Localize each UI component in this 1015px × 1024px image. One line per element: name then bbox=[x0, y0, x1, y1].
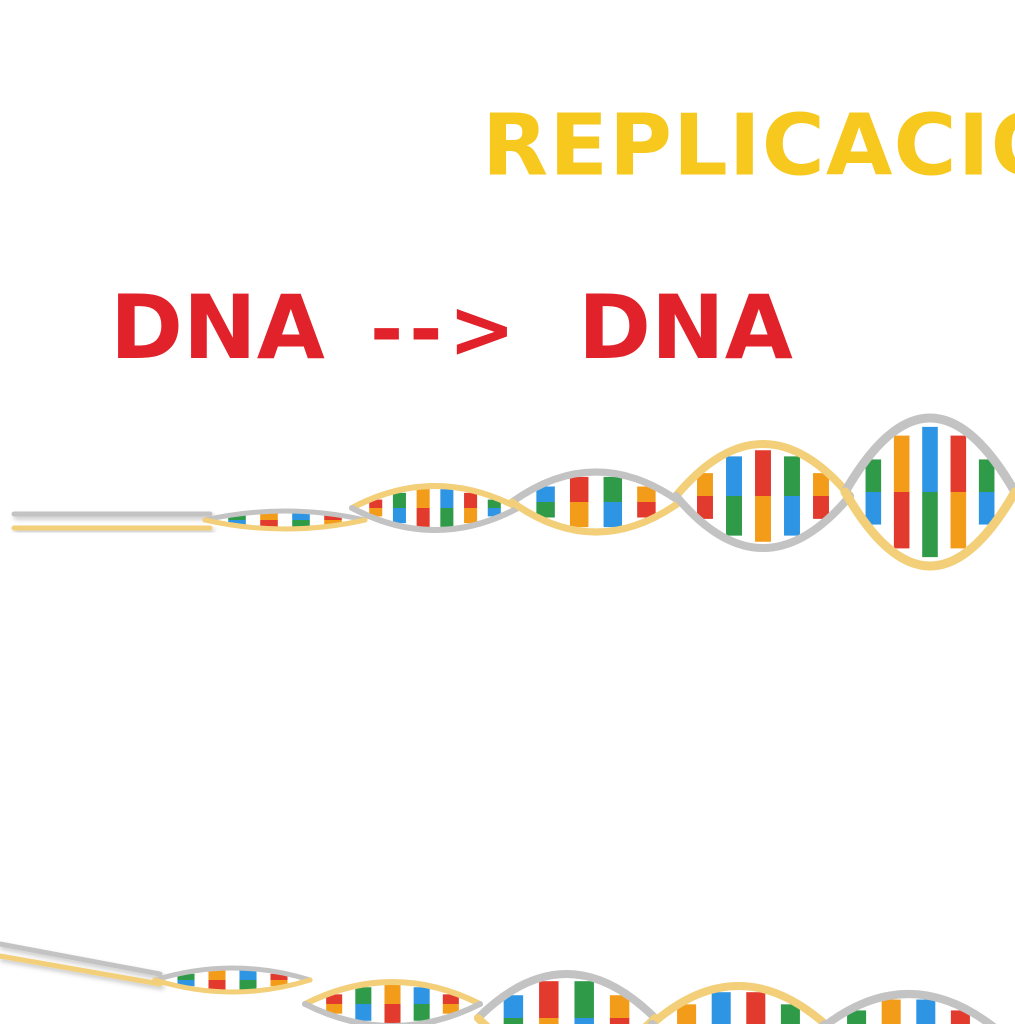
base-pair-segment bbox=[711, 992, 731, 1024]
base-pair-segment bbox=[464, 508, 478, 524]
base-pair-segment bbox=[440, 489, 454, 508]
base-pair-segment bbox=[503, 995, 524, 1018]
base-pair-segment bbox=[697, 473, 713, 496]
equation-arrow: --> bbox=[370, 283, 522, 376]
base-pair-segment bbox=[384, 984, 401, 1004]
base-pair-segment bbox=[978, 459, 995, 492]
base-pair-segment bbox=[239, 980, 257, 991]
base-pair-segment bbox=[726, 456, 742, 496]
base-pair-segment bbox=[726, 496, 742, 536]
base-pair-segment bbox=[442, 994, 459, 1004]
base-pair-segment bbox=[539, 981, 559, 1018]
base-pair-segment bbox=[416, 508, 430, 527]
base-pair-segment bbox=[746, 992, 766, 1024]
base-pair-segment bbox=[228, 515, 246, 520]
base-pair-segment bbox=[369, 499, 383, 508]
base-pair-segment bbox=[637, 502, 656, 518]
base-pair-segment bbox=[324, 515, 342, 520]
base-pair-segment bbox=[260, 512, 278, 520]
slide-title: REPLICACIO bbox=[482, 97, 1015, 196]
base-pair-segment bbox=[384, 1004, 401, 1024]
base-pair-segment bbox=[413, 987, 430, 1004]
base-pair-segment bbox=[326, 1004, 343, 1014]
base-pair-segment bbox=[569, 476, 589, 502]
base-pair-segment bbox=[609, 995, 630, 1018]
base-pair-segment bbox=[440, 508, 454, 527]
base-pair-segment bbox=[813, 496, 829, 519]
base-pair-segment bbox=[177, 973, 195, 980]
base-pair-segment bbox=[228, 520, 246, 525]
base-pair-segment bbox=[922, 426, 938, 492]
base-pair-segment bbox=[978, 492, 995, 525]
base-pair-segment bbox=[270, 973, 288, 980]
base-pair-segment bbox=[569, 502, 589, 528]
base-pair-segment bbox=[881, 999, 901, 1024]
base-pair-segment bbox=[603, 502, 623, 528]
base-pair-segment bbox=[442, 1004, 459, 1014]
dna-helix-icon bbox=[0, 941, 997, 1024]
base-pair-segment bbox=[603, 476, 623, 502]
base-pair-segment bbox=[270, 980, 288, 987]
base-pair-segment bbox=[487, 499, 501, 508]
equation-right: DNA bbox=[578, 276, 793, 379]
base-pair-segment bbox=[847, 1010, 867, 1024]
dna-helix-icon bbox=[11, 413, 1015, 571]
base-pair-segment bbox=[464, 492, 478, 508]
base-pair-segment bbox=[784, 456, 800, 496]
base-pair-segment bbox=[487, 508, 501, 517]
base-pair-segment bbox=[355, 1004, 372, 1021]
base-pair-segment bbox=[922, 492, 938, 558]
base-pair-segment bbox=[324, 520, 342, 525]
base-pair-segment bbox=[536, 502, 555, 518]
base-pair-segment bbox=[916, 999, 936, 1024]
base-pair-segment bbox=[697, 496, 713, 519]
base-pair-segment bbox=[539, 1018, 559, 1024]
base-pair-segment bbox=[784, 496, 800, 536]
equation-left: DNA bbox=[110, 276, 325, 379]
base-pair-segment bbox=[239, 969, 257, 980]
base-pair-segment bbox=[950, 435, 967, 492]
base-pair-segment bbox=[865, 459, 882, 492]
base-pair-segment bbox=[369, 508, 383, 517]
base-pair-segment bbox=[292, 512, 310, 520]
base-pair-segment bbox=[355, 987, 372, 1004]
base-pair-segment bbox=[392, 508, 406, 524]
base-pair-segment bbox=[292, 520, 310, 528]
base-pair-segment bbox=[392, 492, 406, 508]
base-pair-segment bbox=[208, 980, 226, 991]
base-pair-segment bbox=[780, 1004, 800, 1024]
base-pair-segment bbox=[574, 1018, 594, 1024]
base-pair-segment bbox=[755, 496, 771, 542]
base-pair-segment bbox=[637, 486, 656, 502]
base-pair-segment bbox=[503, 1018, 524, 1024]
base-pair-segment bbox=[950, 1010, 970, 1024]
base-pair-segment bbox=[260, 520, 278, 528]
base-pair-segment bbox=[574, 981, 594, 1018]
base-pair-segment bbox=[865, 492, 882, 525]
base-pair-segment bbox=[536, 486, 555, 502]
base-pair-segment bbox=[609, 1018, 630, 1024]
base-pair-segment bbox=[208, 969, 226, 980]
base-pair-segment bbox=[677, 1004, 697, 1024]
base-pair-segment bbox=[177, 980, 195, 987]
base-pair-segment bbox=[893, 492, 910, 549]
base-pair-segment bbox=[813, 473, 829, 496]
base-pair-segment bbox=[950, 492, 967, 549]
base-pair-segment bbox=[413, 1004, 430, 1021]
base-pair-segment bbox=[416, 489, 430, 508]
base-pair-segment bbox=[893, 435, 910, 492]
base-pair-segment bbox=[755, 450, 771, 496]
base-pair-segment bbox=[326, 994, 343, 1004]
